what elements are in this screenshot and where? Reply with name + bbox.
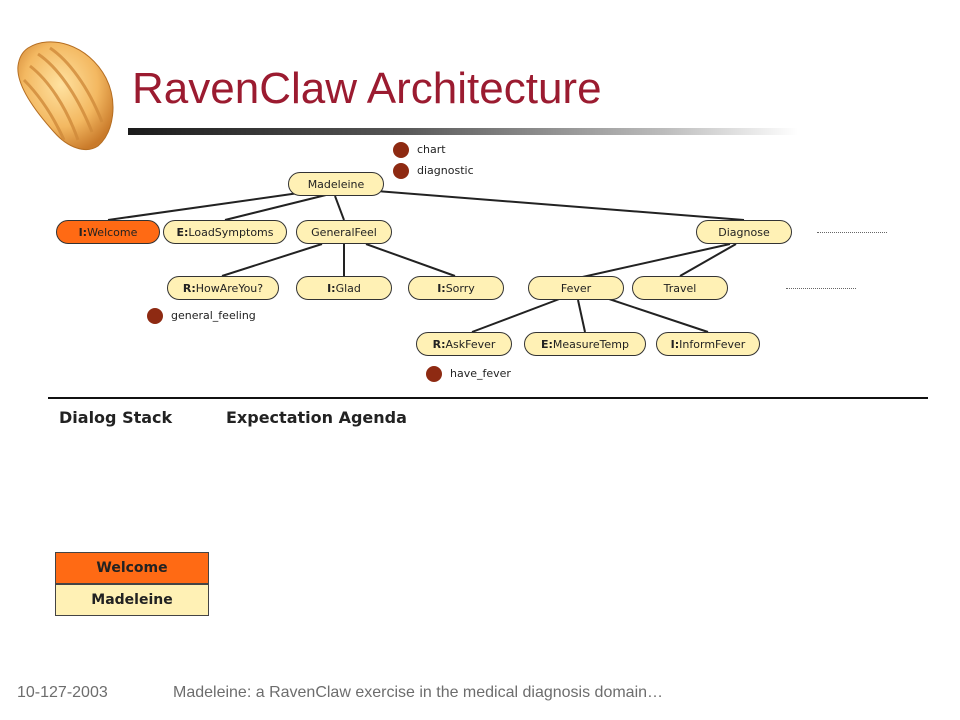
concept-general-feeling-label: general_feeling [171,309,256,322]
edge-generalfeel-sorry [365,243,456,277]
concept-diagnostic-label: diagnostic [417,164,474,177]
node-madeleine: Madeleine [288,172,384,196]
edge-generalfeel-howareyou [221,243,323,277]
concept-diagnostic-dot [393,163,409,179]
dotted-line-2 [786,288,856,289]
concept-chart-label: chart [417,143,446,156]
node-glad: I:Glad [296,276,392,300]
footer-date: 10-127-2003 [17,684,108,701]
edge-fever-informfever [599,295,709,333]
node-travel: Travel [632,276,728,300]
node-howareyou: R:HowAreYou? [167,276,279,300]
edge-root-diagnose [363,189,745,221]
slide-title: RavenClaw Architecture [132,64,602,113]
edge-fever-measuretemp [577,299,586,333]
tree-connectors [107,189,745,333]
edge-root-welcome [107,189,321,221]
concept-chart-dot [393,142,409,158]
node-welcome: I:Welcome [56,220,160,244]
edge-root-loadsymptoms [224,193,331,221]
edge-fever-askfever [471,297,563,333]
node-generalfeel: GeneralFeel [296,220,392,244]
dialog-stack-heading: Dialog Stack [59,408,173,427]
edge-diagnose-fever [577,243,731,279]
node-measuretemp: E:MeasureTemp [524,332,646,356]
title-underline [128,128,798,135]
expectation-agenda-heading: Expectation Agenda [226,408,407,427]
edge-root-generalfeel [334,195,345,221]
madeleine-logo-icon [17,41,114,150]
node-diagnose: Diagnose [696,220,792,244]
node-fever: Fever [528,276,624,300]
footer-text: Madeleine: a RavenClaw exercise in the m… [173,684,664,701]
stack-item-madeleine: Madeleine [55,584,209,616]
node-informfever: I:InformFever [656,332,760,356]
node-askfever: R:AskFever [416,332,512,356]
concept-have-fever-label: have_fever [450,367,511,380]
edge-diagnose-travel [679,243,737,277]
node-sorry: I:Sorry [408,276,504,300]
node-loadsymptoms: E:LoadSymptoms [163,220,287,244]
concept-have-fever-dot [426,366,442,382]
concept-general-feeling-dot [147,308,163,324]
dotted-line-1 [817,232,887,233]
section-divider [48,397,928,399]
stack-item-welcome: Welcome [55,552,209,584]
